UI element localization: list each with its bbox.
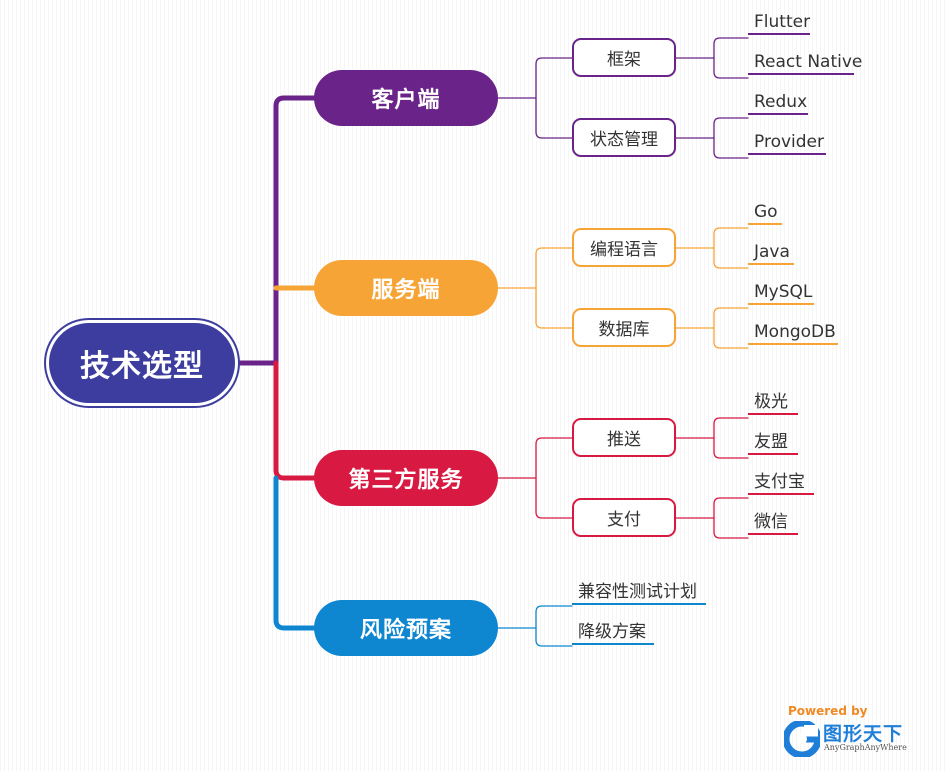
fork-cat-2-branch-0 [535, 437, 573, 479]
leaf-redux[interactable]: Redux [748, 90, 808, 115]
subnode-push[interactable]: 推送 [572, 418, 676, 457]
leaf-alipay[interactable]: 支付宝 [748, 470, 814, 495]
fork-sub-1-b-branch-1 [713, 327, 749, 349]
subnode-state-management[interactable]: 状态管理 [572, 118, 676, 157]
category-client-node[interactable]: 客户端 [314, 70, 498, 126]
fork-cat-1-branch-0 [535, 247, 573, 289]
fork-sub-0-b-branch-1 [713, 137, 749, 159]
brand-badge: Powered by 图形天下 AnyGraphAnyWhere [780, 704, 920, 760]
fork-cat-1-branch-1 [535, 287, 573, 329]
subnode-programming-language[interactable]: 编程语言 [572, 228, 676, 267]
leaf-degrade-plan[interactable]: 降级方案 [572, 620, 654, 645]
fork-sub-0-a-branch-1 [713, 57, 749, 79]
leaf-react-native[interactable]: React Native [748, 50, 862, 75]
subnode-database[interactable]: 数据库 [572, 308, 676, 347]
leaf-jiguang[interactable]: 极光 [748, 390, 798, 415]
trunk-risk [273, 475, 287, 631]
leaf-compatibility-test-plan[interactable]: 兼容性测试计划 [572, 580, 706, 605]
trunk-third-party [273, 360, 287, 481]
powered-by-text: Powered by [788, 704, 868, 718]
leaf-java[interactable]: Java [748, 240, 794, 265]
fork-sub-0-a-branch-0 [713, 37, 749, 59]
fork-sub-2-a-branch-1 [713, 437, 749, 459]
fork-sub-2-b-branch-0 [713, 497, 749, 519]
category-server-node[interactable]: 服务端 [314, 260, 498, 316]
fork-cat-3-branch-1 [535, 627, 573, 647]
fork-cat-0-branch-1 [535, 97, 573, 139]
fork-sub-1-a-branch-0 [713, 227, 749, 249]
category-third-party-node[interactable]: 第三方服务 [314, 450, 498, 506]
brand-name: 图形天下 [823, 723, 904, 745]
fork-sub-1-b-branch-0 [713, 307, 749, 329]
subnode-payment[interactable]: 支付 [572, 498, 676, 537]
fork-sub-0-b-branch-0 [713, 117, 749, 139]
root-node[interactable]: 技术选型 [46, 320, 238, 406]
subnode-framework[interactable]: 框架 [572, 38, 676, 77]
fork-sub-1-a-branch-1 [713, 247, 749, 269]
fork-cat-3-branch-0 [535, 605, 573, 629]
leaf-wechat[interactable]: 微信 [748, 510, 798, 535]
category-risk-node[interactable]: 风险预案 [314, 600, 498, 656]
brand-tagline: AnyGraphAnyWhere [824, 743, 907, 752]
leaf-provider[interactable]: Provider [748, 130, 826, 155]
fork-cat-2-branch-1 [535, 477, 573, 519]
fork-sub-2-b-branch-1 [713, 517, 749, 539]
leaf-umeng[interactable]: 友盟 [748, 430, 798, 455]
fork-sub-2-a-branch-0 [713, 417, 749, 439]
leaf-mongodb[interactable]: MongoDB [748, 320, 838, 345]
leaf-mysql[interactable]: MySQL [748, 280, 814, 305]
g-logo-icon [784, 721, 820, 757]
leaf-flutter[interactable]: Flutter [748, 10, 810, 35]
leaf-go[interactable]: Go [748, 200, 782, 225]
fork-cat-0-branch-0 [535, 57, 573, 99]
